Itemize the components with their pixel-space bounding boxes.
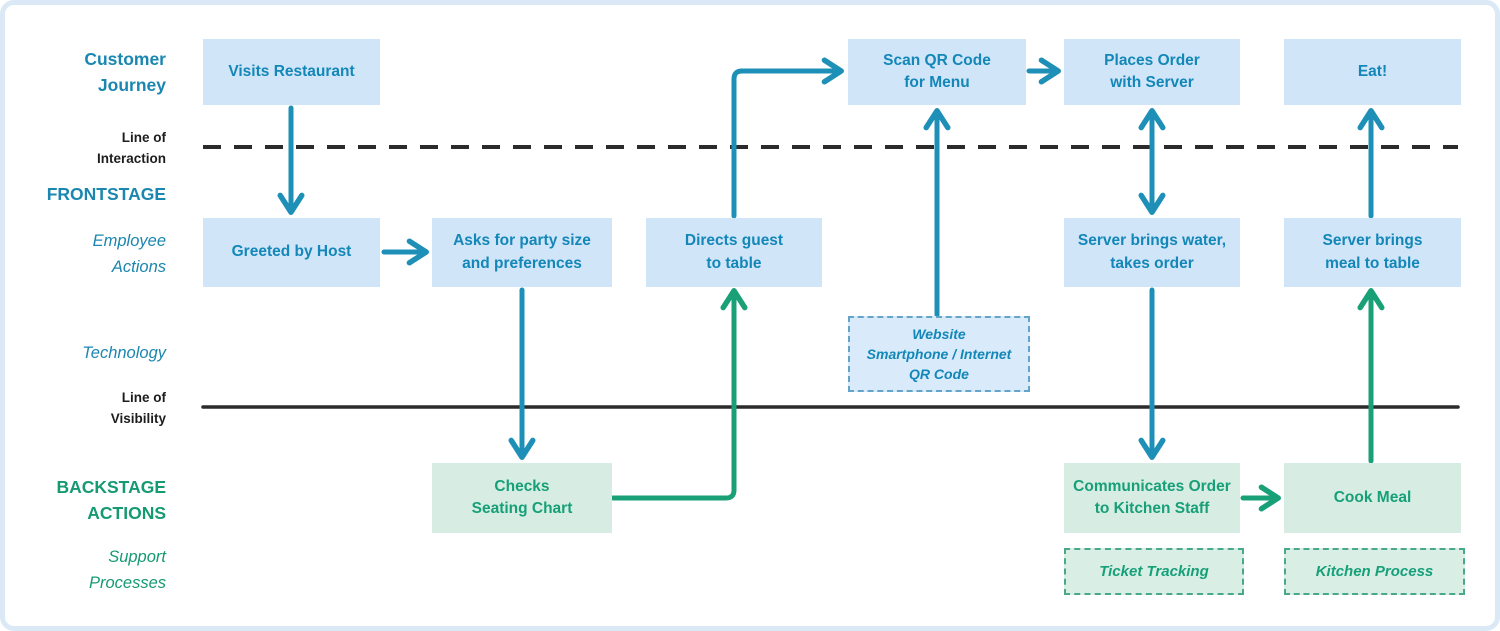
node-server-brings-meal: Server brings meal to table <box>1284 218 1461 287</box>
node-greeted-by-host: Greeted by Host <box>203 218 380 287</box>
node-ticket-tracking: Ticket Tracking <box>1064 548 1244 595</box>
lane-label-employee-actions: Employee Actions <box>92 232 166 276</box>
node-visits-restaurant: Visits Restaurant <box>203 39 380 105</box>
lane-label-customer-journey: Customer Journey <box>84 49 166 95</box>
lane-label-frontstage: FRONTSTAGE <box>46 184 166 204</box>
node-asks-party-size: Asks for party size and preferences <box>432 218 612 287</box>
node-places-order: Places Order with Server <box>1064 39 1240 105</box>
lane-label-technology: Technology <box>82 344 166 362</box>
lane-label-backstage-actions: BACKSTAGE ACTIONS <box>56 477 166 523</box>
lane-label-line-of-visibility: Line of Visibility <box>110 390 166 426</box>
node-cook-meal: Cook Meal <box>1284 463 1461 533</box>
node-kitchen-process: Kitchen Process <box>1284 548 1465 595</box>
node-directs-guest: Directs guest to table <box>646 218 822 287</box>
node-scan-qr-code: Scan QR Code for Menu <box>848 39 1026 105</box>
node-communicates-order: Communicates Order to Kitchen Staff <box>1064 463 1240 533</box>
lane-label-support-processes: Support Processes <box>88 548 166 592</box>
node-eat: Eat! <box>1284 39 1461 105</box>
node-server-brings-water: Server brings water, takes order <box>1064 218 1240 287</box>
node-technology-tools: Website Smartphone / Internet QR Code <box>848 316 1030 392</box>
lane-label-line-of-interaction: Line of Interaction <box>96 130 166 166</box>
node-checks-seating-chart: Checks Seating Chart <box>432 463 612 533</box>
